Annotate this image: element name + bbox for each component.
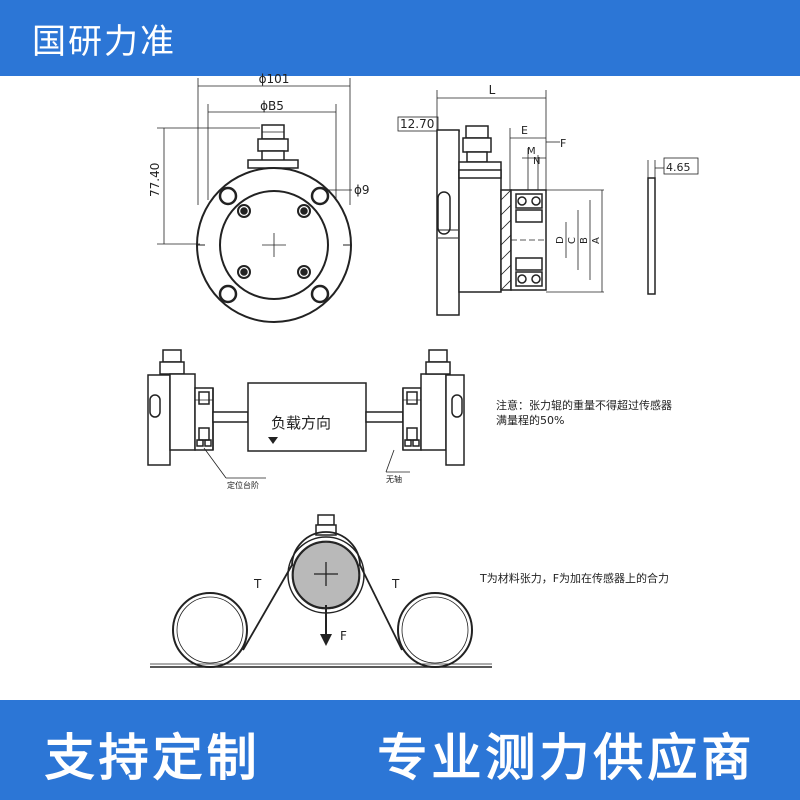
label-force: F [340,629,347,643]
technical-drawing: ϕ101 ϕB5 77.40 ϕ9 [147,72,699,668]
dim-length: L [489,83,496,97]
top-banner [0,0,800,76]
brand-name: 国研力准 [32,22,176,62]
load-direction-label: 负载方向 [271,414,331,432]
label-positioning-step: 定位台阶 [227,480,259,490]
load-note: 注意：张力辊的重量不得超过传感器满量程的50% [496,399,672,427]
label-no-shaft: 无轴 [386,474,402,484]
dim-height: 77.40 [148,163,162,197]
label-t-right: T [391,577,400,591]
dim-inner-diameter: ϕB5 [260,99,284,113]
label-d: D [555,236,566,244]
front-view [157,78,352,323]
label-f: F [560,137,566,150]
force-note: T为材料张力，F为加在传感器上的合力 [479,571,669,585]
force-arrow-head [320,634,332,646]
label-t-left: T [253,577,262,591]
label-c: C [567,237,578,244]
slogan: 支持定制 专业测力供应商 [0,718,800,790]
dim-plate-thickness: 4.65 [666,161,691,174]
label-b: B [579,237,590,244]
label-e: E [521,124,528,137]
label-a: A [591,237,602,244]
bottom-banner [0,700,800,800]
wrap-arc [291,531,361,567]
dim-outer-diameter: ϕ101 [259,72,290,86]
side-view [397,90,699,316]
label-n: N [533,156,540,167]
dim-hole-diameter: ϕ9 [354,183,370,197]
slogan-right: 专业测力供应商 [377,729,756,787]
label-m: M [527,146,536,157]
slogan-left: 支持定制 [44,729,261,787]
assembly-view [147,349,465,479]
dim-offset: 12.70 [400,117,434,131]
